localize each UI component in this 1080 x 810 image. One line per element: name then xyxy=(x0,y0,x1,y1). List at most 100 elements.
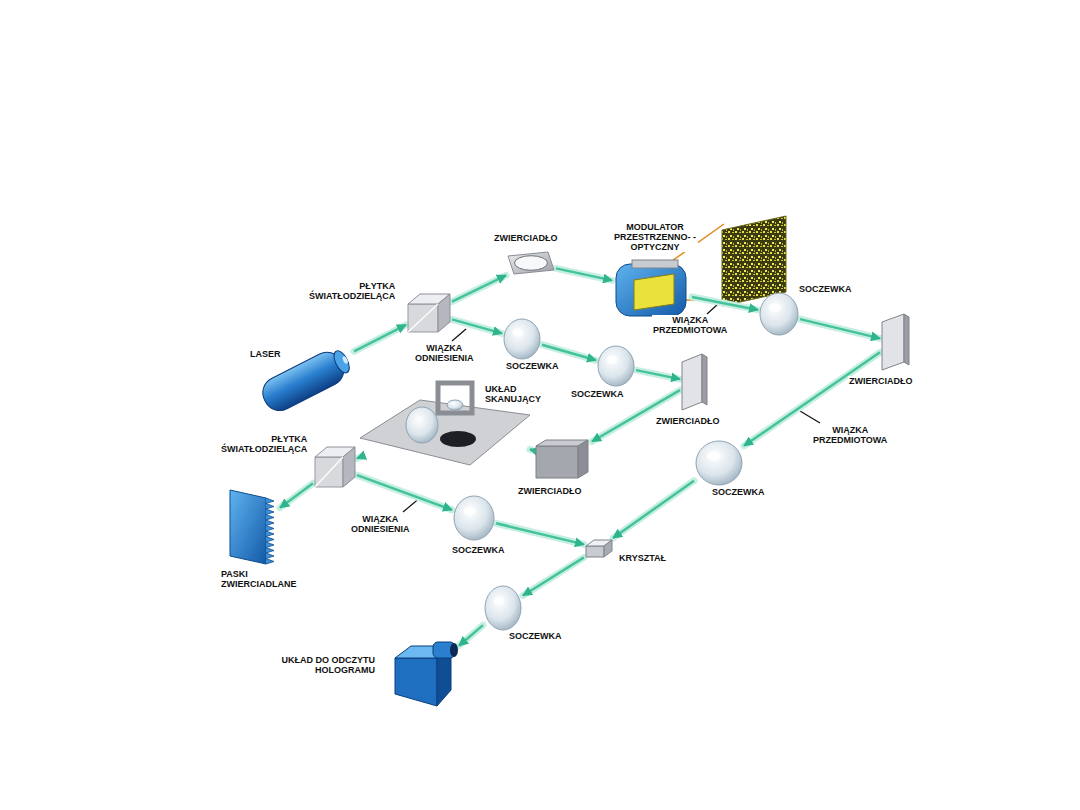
optical-component: SOCZEWKA xyxy=(596,345,636,387)
light-beam xyxy=(556,268,612,280)
cube-icon xyxy=(406,292,452,334)
lens-icon xyxy=(596,345,636,387)
lens-icon xyxy=(452,495,496,541)
beam-glow xyxy=(613,481,694,538)
optical-component: ZWIERCIADŁO xyxy=(532,438,592,480)
beam-core xyxy=(452,319,502,333)
component-label: SOCZEWKA xyxy=(711,487,766,497)
component-label: SOCZEWKA xyxy=(505,361,560,371)
beam-glow xyxy=(280,483,313,507)
optical-component: MODULATOR PRZESTRZENNO- -OPTYCZNY xyxy=(612,258,692,320)
optical-component: ZWIERCIADŁO xyxy=(880,312,910,372)
component-label: LASER xyxy=(249,349,282,359)
beam-glow xyxy=(692,297,758,310)
optical-component: UKŁAD SKANUJĄCY xyxy=(360,383,530,465)
light-beam xyxy=(452,275,506,301)
light-beam xyxy=(530,449,532,451)
beam-glow xyxy=(530,446,532,454)
light-beam xyxy=(523,557,584,595)
optical-component: ZWIERCIADŁO xyxy=(506,250,556,276)
beam-label: WIĄZKA PRZEDMIOTOWA xyxy=(652,315,728,335)
component-label: SOCZEWKA xyxy=(798,284,853,294)
beam-glow xyxy=(800,319,880,338)
light-beam xyxy=(452,319,502,333)
light-beam xyxy=(354,325,406,352)
beam-core xyxy=(354,325,406,352)
light-beam xyxy=(280,483,313,507)
optical-component: ZWIERCIADŁO xyxy=(680,352,708,412)
light-beam xyxy=(692,297,758,310)
beam-core xyxy=(636,370,680,379)
component-label: ZWIERCIADŁO xyxy=(848,376,914,386)
light-beam xyxy=(459,625,483,646)
beam-glow xyxy=(452,319,502,333)
block-icon xyxy=(532,438,592,480)
component-label: KRYSZTAŁ xyxy=(618,553,667,563)
optical-component: UKŁAD DO ODCZYTU HOLOGRAMU xyxy=(393,640,459,708)
slab-icon xyxy=(880,312,910,372)
beam-core xyxy=(523,557,584,595)
optical-component: KRYSZTAŁ xyxy=(584,538,614,558)
optical-component: SOCZEWKA xyxy=(452,495,496,541)
optical-component: PŁYTKA ŚWIATŁODZIELĄCA xyxy=(313,445,357,489)
component-label: PASKI ZWIERCIADLANE xyxy=(220,569,298,589)
beam-label: WIĄZKA ODNIESIENIA xyxy=(350,514,411,534)
light-beam xyxy=(636,370,680,379)
light-beam xyxy=(357,475,452,510)
beam-glow xyxy=(542,345,596,361)
component-label: UKŁAD SKANUJĄCY xyxy=(484,384,542,404)
component-label: ZWIERCIADŁO xyxy=(517,486,583,496)
light-beam xyxy=(613,481,694,538)
light-beam xyxy=(800,319,880,338)
beam-core xyxy=(280,483,313,507)
beam-label: WIĄZKA PRZEDMIOTOWA xyxy=(812,425,888,445)
beam-core xyxy=(692,297,758,310)
beam-core xyxy=(542,345,596,361)
crystal-icon xyxy=(584,538,614,558)
camera-icon xyxy=(393,640,459,708)
component-label: SOCZEWKA xyxy=(570,389,625,399)
beam-glow xyxy=(354,325,406,352)
light-beam xyxy=(496,523,584,544)
beam-glow xyxy=(523,557,584,595)
beam-core xyxy=(530,448,532,451)
optical-component: LASER xyxy=(258,342,354,410)
lens-icon xyxy=(694,440,744,486)
light-beam xyxy=(542,345,596,361)
optical-component: PŁYTKA ŚWIATŁODZIELĄCA xyxy=(406,292,452,334)
light-beam xyxy=(357,457,360,458)
lens-icon xyxy=(758,292,800,336)
beam-glow xyxy=(452,275,506,301)
cube-icon xyxy=(313,445,357,489)
component-label: PŁYTKA ŚWIATŁODZIELĄCA xyxy=(220,434,308,454)
beam-core xyxy=(556,268,612,280)
component-label: SOCZEWKA xyxy=(508,631,563,641)
beam-core xyxy=(357,475,452,510)
component-label: PŁYTKA ŚWIATŁODZIELĄCA xyxy=(308,281,396,301)
beam-core xyxy=(357,457,360,458)
component-label: ZWIERCIADŁO xyxy=(493,233,559,243)
component-label: ZWIERCIADŁO xyxy=(655,416,721,426)
beam-core xyxy=(613,481,694,538)
beam-glow xyxy=(357,475,452,510)
optical-component: SOCZEWKA xyxy=(694,440,744,486)
beam-core xyxy=(459,625,483,646)
optical-component: SOCZEWKA xyxy=(758,292,800,336)
ring-icon xyxy=(506,250,556,276)
slm-icon xyxy=(612,258,692,320)
beam-glow xyxy=(496,523,584,544)
component-label: MODULATOR PRZESTRZENNO- -OPTYCZNY xyxy=(612,222,698,252)
beam-label: WIĄZKA ODNIESIENIA xyxy=(414,343,475,363)
beam-core xyxy=(452,275,506,301)
stripes-icon xyxy=(228,488,280,566)
lens-icon xyxy=(483,585,523,631)
beam-glow xyxy=(357,457,360,458)
component-label: UKŁAD DO ODCZYTU HOLOGRAMU xyxy=(262,655,376,675)
optical-component: PASKI ZWIERCIADLANE xyxy=(228,488,280,566)
lens-icon xyxy=(502,318,542,360)
optical-component: SOCZEWKA xyxy=(483,585,523,631)
beam-glow xyxy=(459,625,483,646)
